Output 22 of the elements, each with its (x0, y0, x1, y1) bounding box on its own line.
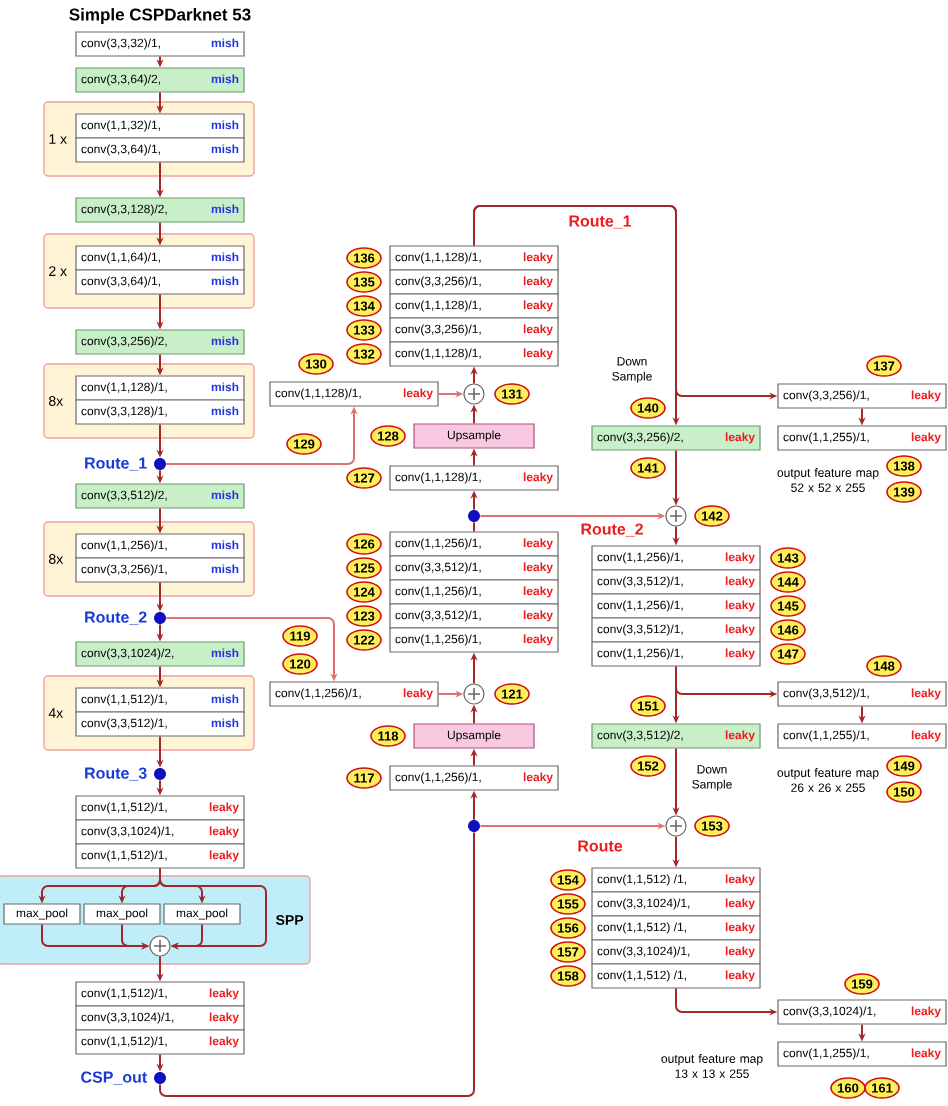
add-symbol (463, 383, 485, 405)
add-symbol (665, 505, 687, 527)
edge-label: Route_2 (579, 522, 645, 538)
edge-label: Route (576, 839, 624, 853)
node-label: Route_2 (85, 611, 147, 625)
route-point: Route_2 (85, 611, 166, 625)
add-symbol (463, 683, 485, 705)
branch-point (468, 510, 480, 522)
route-point: Route_3 (85, 767, 166, 781)
add-symbol (149, 935, 171, 957)
title: Simple CSPDarknet 53 (69, 8, 251, 24)
branch-point (468, 820, 480, 832)
node-label: Route_3 (85, 767, 147, 781)
node-label: Route_1 (85, 457, 147, 471)
connector-line (159, 831, 475, 1097)
route-point: Route_1 (85, 457, 166, 471)
edge-label: Route_1 (567, 214, 633, 230)
arrow (159, 867, 267, 950)
node-label: CSP_out (81, 1071, 148, 1085)
connector-line (473, 521, 475, 533)
route-point: CSP_out (81, 1071, 166, 1085)
add-symbol (665, 815, 687, 837)
